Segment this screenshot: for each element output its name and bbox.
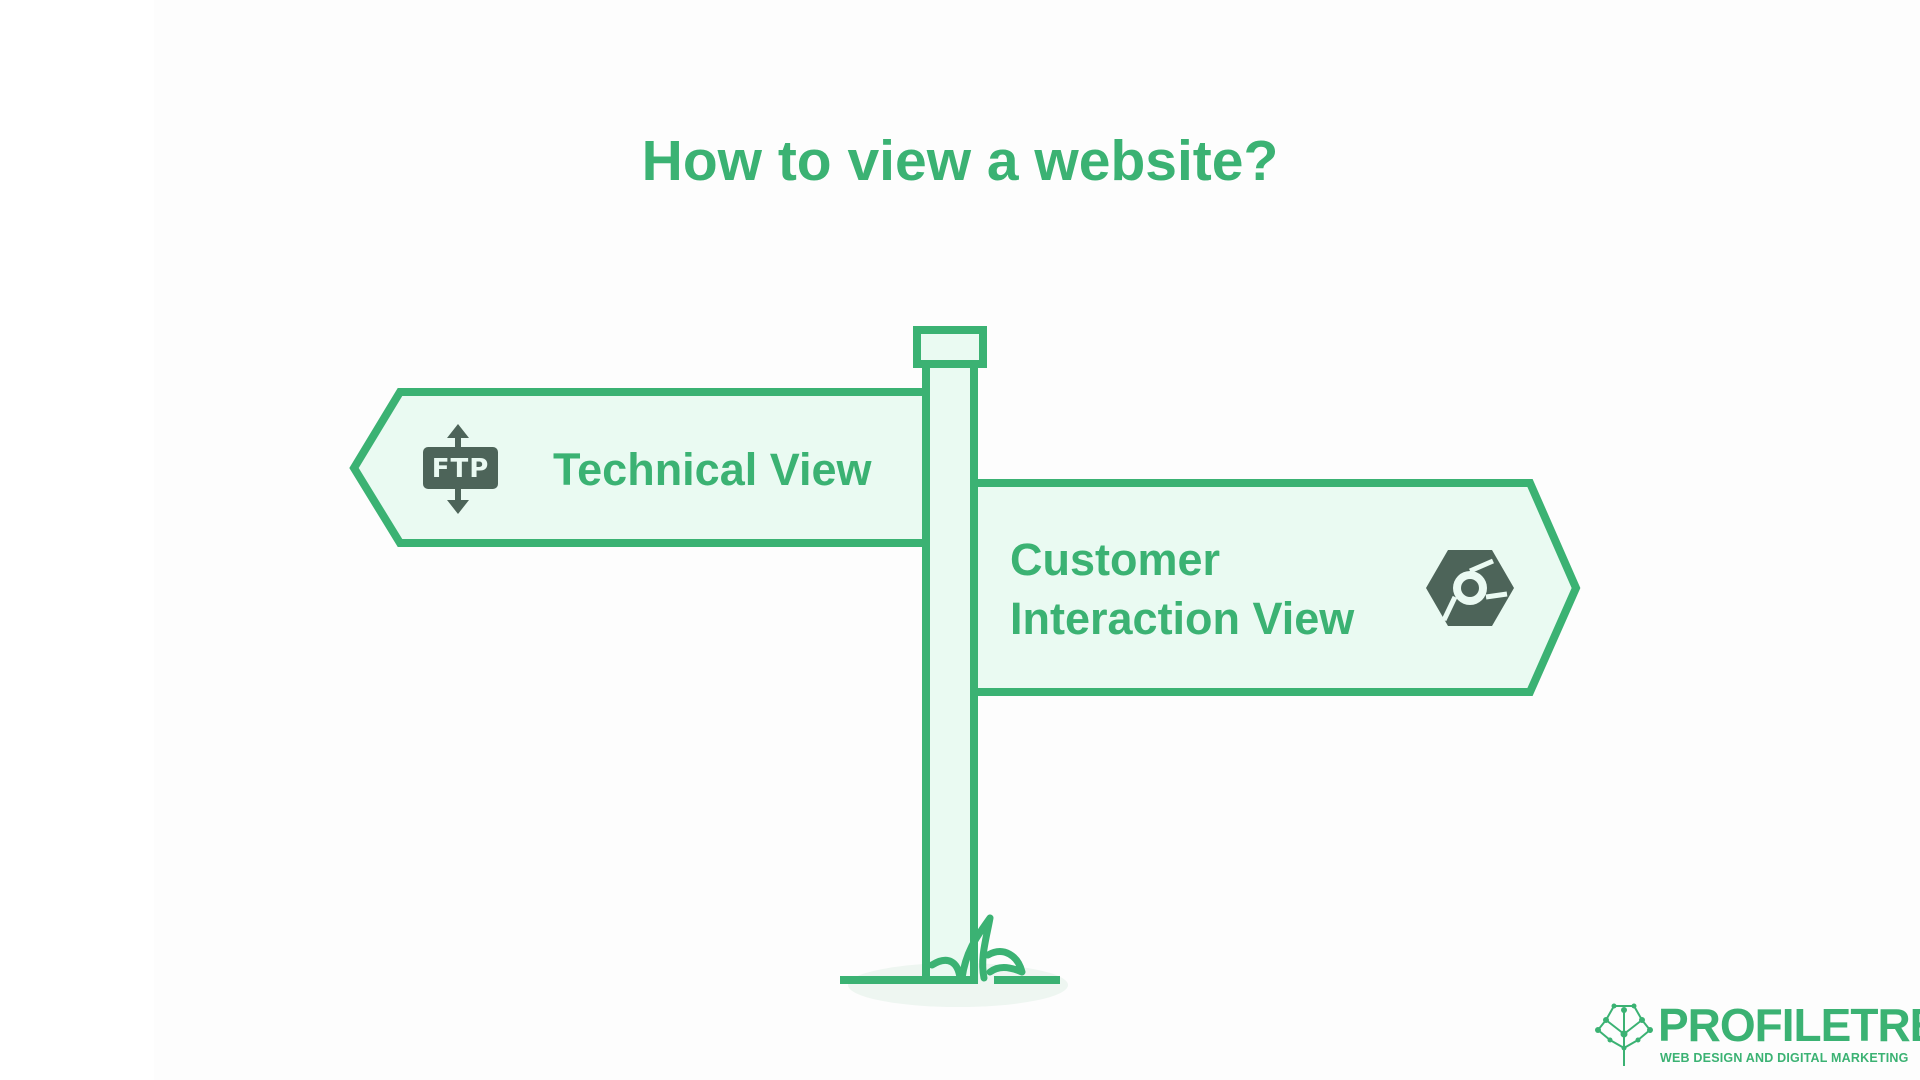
sign-label-customer-line1: Customer bbox=[1010, 534, 1220, 585]
sign-technical-view bbox=[349, 388, 930, 547]
sign-customer-interaction-view bbox=[970, 479, 1581, 696]
hexagon-cube-icon bbox=[1426, 550, 1514, 626]
ftp-icon-label: FTP bbox=[432, 454, 490, 484]
ftp-transfer-icon: FTP bbox=[423, 424, 498, 514]
pole-segment bbox=[930, 547, 970, 975]
ground-shadow bbox=[848, 963, 1068, 1007]
signpost-cap bbox=[913, 326, 987, 368]
profiletree-logo: PROFILETREE WEB DESIGN AND DIGITAL MARKE… bbox=[1592, 1000, 1920, 1070]
page-title: How to view a website? bbox=[641, 129, 1279, 193]
logo-tagline: WEB DESIGN AND DIGITAL MARKETING bbox=[1660, 1051, 1909, 1065]
sign-label-customer-line2: Interaction View bbox=[1010, 593, 1355, 644]
sign-label-technical-view: Technical View bbox=[553, 444, 872, 495]
tree-network-icon bbox=[1595, 1003, 1653, 1066]
grass-tuft bbox=[928, 914, 1026, 982]
logo-wordmark: PROFILETREE bbox=[1658, 999, 1920, 1051]
